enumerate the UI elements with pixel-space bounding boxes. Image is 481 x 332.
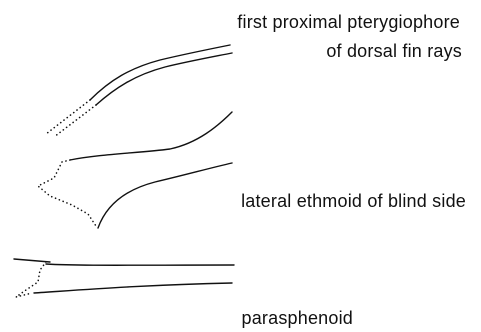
parasphenoid-broken-end: [16, 262, 46, 297]
ethmoid-lower-outline: [98, 163, 232, 228]
parasphenoid-upper-outline-left: [14, 259, 50, 262]
label-pterygiophore-line1: first proximal pterygiophore: [237, 12, 460, 32]
parasphenoid-lower-outline: [34, 283, 232, 293]
pterygiophore-bone: [46, 45, 232, 137]
label-parasphenoid: parasphenoid: [242, 308, 354, 328]
pterygiophore-upper-outline: [90, 45, 230, 100]
pterygiophore-broken-end-upper: [46, 100, 90, 134]
ethmoid-upper-outline: [70, 112, 232, 160]
label-pterygiophore-line2: of dorsal fin rays: [326, 41, 462, 61]
ethmoid-broken-end: [38, 160, 96, 226]
parasphenoid-bone: [14, 259, 234, 297]
label-lateral-ethmoid: lateral ethmoid of blind side: [241, 191, 466, 211]
lateral-ethmoid-bone: [38, 112, 232, 228]
parasphenoid-upper-outline: [46, 264, 234, 265]
pterygiophore-broken-end-lower: [54, 105, 96, 137]
